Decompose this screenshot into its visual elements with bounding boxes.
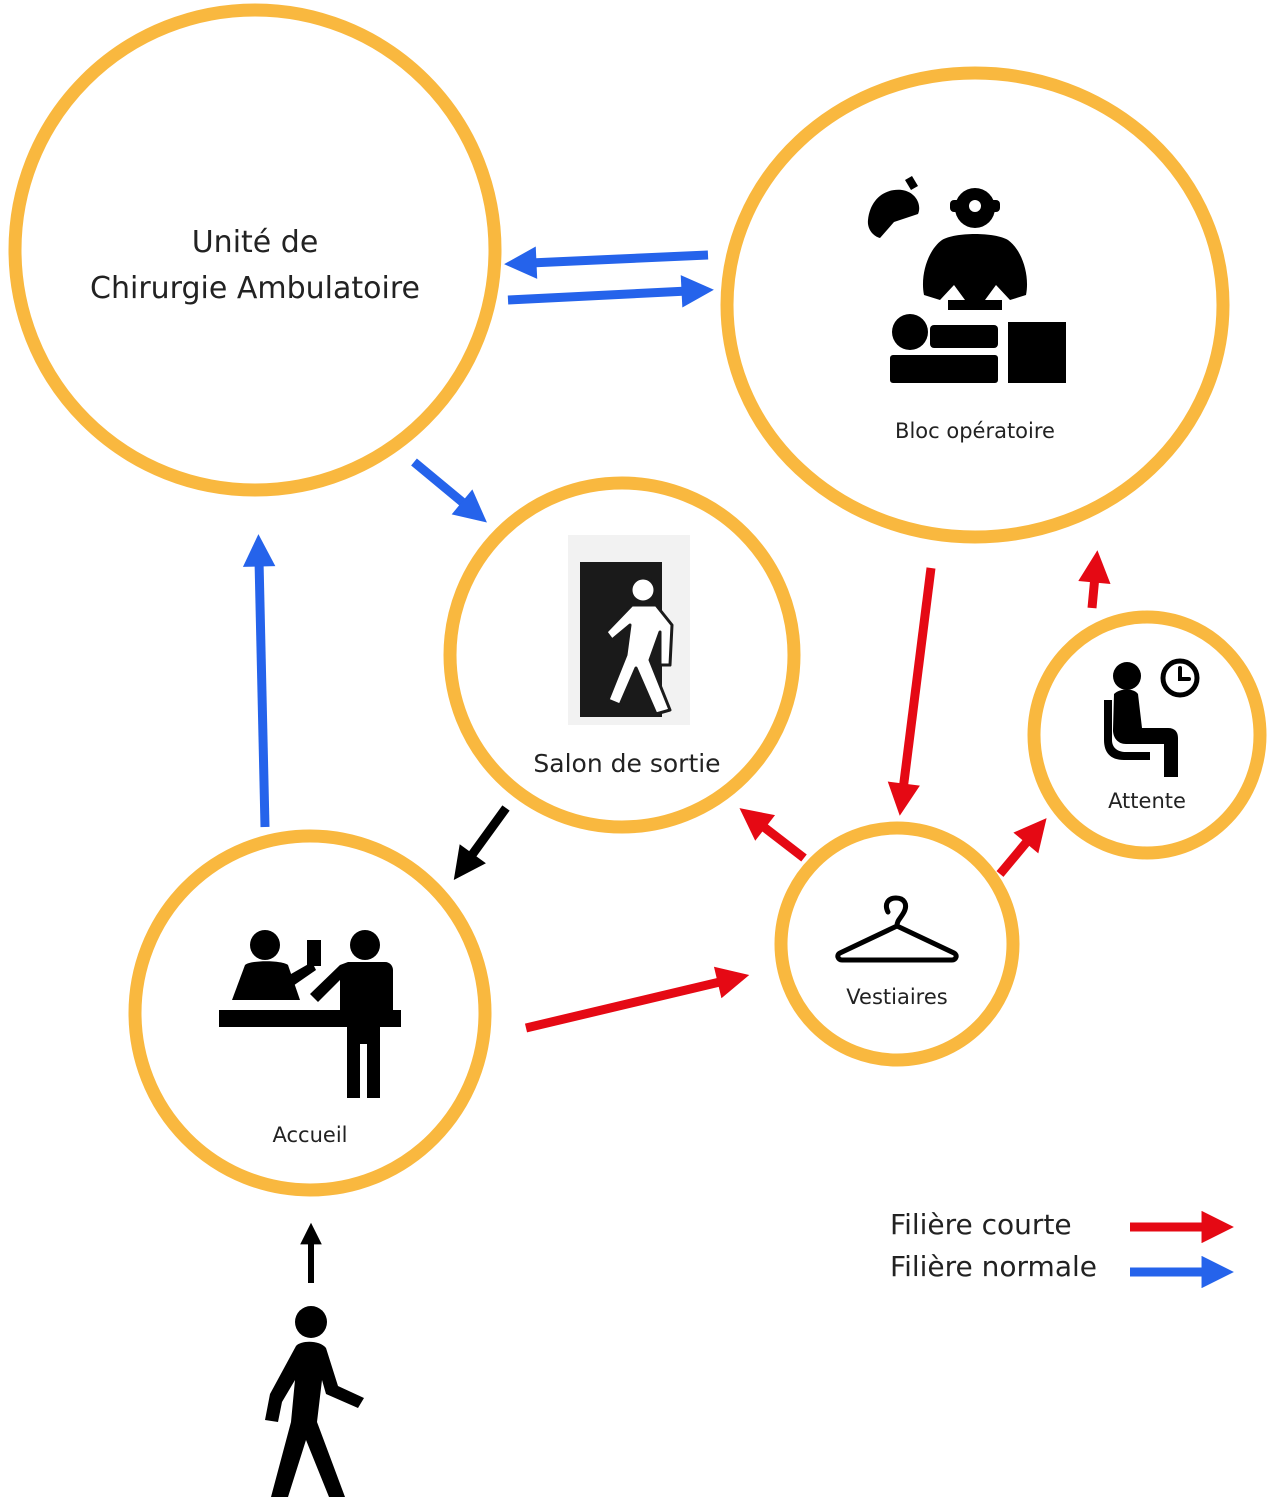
- arrow-accueil-to-uca: [242, 534, 276, 828]
- waiting-person-clock-icon: [1104, 658, 1200, 777]
- coat-hanger-icon: [835, 895, 959, 963]
- reception-desk-icon: [219, 930, 401, 1098]
- arrow-bloc-to-uca: [504, 246, 709, 279]
- arrow-attente-to-bloc: [1078, 550, 1111, 609]
- arrow-vestiaires-to-attente: [996, 818, 1047, 877]
- legend-short-label: Filière courte: [890, 1208, 1072, 1241]
- arrow-accueil-to-vestiaires: [524, 966, 750, 1033]
- attente-circle: [1027, 610, 1267, 860]
- arrow-salon-to-accueil: [453, 805, 510, 880]
- accueil-label: Accueil: [273, 1123, 348, 1147]
- walking-person-icon: [265, 1306, 364, 1497]
- vestiaires-label: Vestiaires: [846, 985, 947, 1009]
- exit-door-icon: [568, 535, 690, 725]
- arrow-uca-to-bloc: [507, 275, 714, 308]
- attente-label: Attente: [1108, 789, 1186, 813]
- uca-circle: [8, 3, 502, 497]
- accueil-circle: [128, 829, 492, 1197]
- surgeon-operating-icon: [867, 176, 1066, 383]
- arrow-uca-to-salon: [411, 458, 487, 523]
- vestiaires-circle: [774, 821, 1020, 1067]
- bloc-circle: [720, 66, 1230, 544]
- uca-label-line2: Chirurgie Ambulatoire: [90, 271, 420, 306]
- legend: Filière courte Filière normale: [890, 1208, 1234, 1289]
- uca-label-line1: Unité de: [192, 225, 319, 260]
- arrow-vestiaires-to-salon: [739, 808, 807, 862]
- bloc-label: Bloc opératoire: [895, 419, 1055, 443]
- salon-circle: [443, 476, 801, 834]
- legend-normal-label: Filière normale: [890, 1250, 1097, 1283]
- salon-label: Salon de sortie: [533, 749, 720, 778]
- arrow-bloc-to-vestiaires: [887, 567, 936, 816]
